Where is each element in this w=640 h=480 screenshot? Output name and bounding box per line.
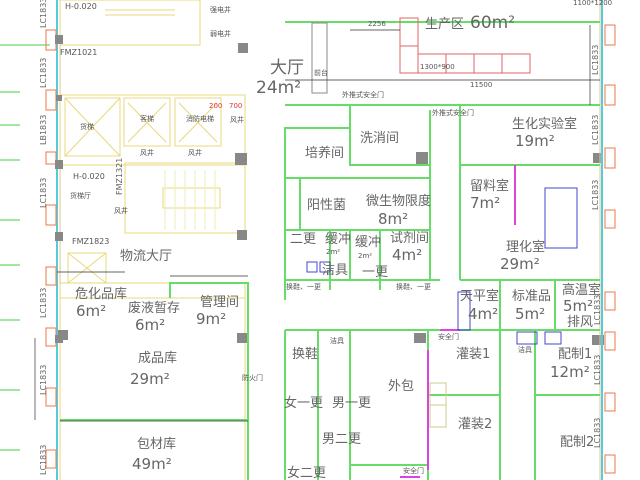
room-area: 2m² — [326, 248, 341, 256]
room-name: 生产区 — [425, 17, 465, 32]
dim-label: 200 — [209, 102, 223, 110]
room-label: 强电井 — [210, 6, 231, 14]
room-name: 危化品库 — [75, 287, 128, 302]
room-name: 女一更 — [284, 396, 324, 411]
door-tag: FMZ1823 — [72, 237, 110, 246]
room-area: 19m² — [515, 132, 555, 150]
window-tag: LC1833 — [591, 179, 600, 210]
room-label: 风井 — [230, 116, 244, 124]
room-name: 管理间 — [200, 295, 240, 310]
room-name: 一更 — [362, 265, 389, 280]
room-name: 成品库 — [138, 351, 178, 366]
room-label: 风井 — [140, 149, 154, 157]
door-label: 安全门 — [403, 467, 424, 475]
room-name: 废液暂存 — [128, 301, 181, 316]
room-name: 男二更 — [322, 432, 362, 447]
room-area: 24m² — [256, 78, 302, 98]
room-name: 缓冲 — [325, 232, 352, 247]
window-tag: LC1833 — [39, 287, 48, 318]
room-label: 风井 — [188, 149, 202, 157]
level-mark: H-0.020 — [73, 172, 105, 181]
room-name: 阳性菌 — [307, 198, 347, 213]
room-label: 风井 — [114, 207, 128, 215]
room-name: 标准品 — [512, 289, 552, 304]
room-name: 二更 — [290, 232, 317, 247]
room-name: 灌装1 — [456, 347, 491, 362]
room-label: 弱电井 — [210, 30, 231, 38]
room-label: 消防电梯 — [186, 115, 214, 123]
dim-label: 700 — [229, 102, 243, 110]
room-name: 洁具 — [322, 263, 349, 278]
room-area: 29m² — [130, 370, 170, 388]
room-area: 7m² — [470, 194, 501, 212]
room-name: 物流大厅 — [120, 249, 173, 264]
dim-label: 1300*900 — [420, 63, 455, 71]
room-area: 60m² — [470, 13, 516, 33]
room-name: 天平室 — [460, 289, 500, 304]
room-label: 前台 — [314, 69, 328, 77]
room-area: 2m² — [358, 252, 373, 260]
door-label: 外推式安全门 — [342, 91, 384, 99]
room-name: 培养间 — [305, 146, 345, 161]
door-label: 防火门 — [242, 374, 263, 382]
room-name: 微生物限度 — [366, 194, 432, 209]
window-tag: LC1833 — [593, 354, 602, 385]
room-name: 换鞋 — [292, 347, 319, 362]
room-area: 12m² — [550, 363, 590, 381]
room-name: 试剂间 — [390, 231, 430, 246]
room-name: 包材库 — [137, 437, 177, 452]
room-name: 高温室 — [562, 283, 602, 298]
room-name: 洁具 — [518, 346, 532, 354]
window-tag: LC1833 — [591, 114, 600, 145]
window-tag: LC1833 — [39, 0, 48, 28]
room-label: 货梯厅 — [70, 192, 91, 200]
room-name: 女二更 — [287, 466, 327, 480]
room-label: 货梯 — [80, 123, 94, 131]
room-name: 洗消间 — [360, 131, 400, 146]
window-tag: LC1833 — [39, 444, 48, 475]
room-name: 外包 — [388, 379, 415, 394]
door-tag: FMZ1021 — [60, 48, 98, 57]
room-name: 灌装2 — [458, 417, 493, 432]
room-area: 5m² — [515, 305, 546, 323]
room-area: 49m² — [132, 455, 172, 473]
room-area: 6m² — [76, 302, 107, 320]
dim-label: 1100*1200 — [573, 0, 613, 7]
window-tag: LC1833 — [39, 57, 48, 88]
door-tag: FMZ1321 — [115, 157, 124, 195]
window-tag: LC1833 — [591, 44, 600, 75]
door-label: 安全门 — [438, 333, 459, 341]
room-name: 配制2 — [560, 435, 595, 450]
room-area: 8m² — [378, 210, 409, 228]
window-tag: LB1833 — [39, 114, 48, 145]
window-tag: LC1833 — [39, 364, 48, 395]
room-name: 大厅 — [270, 58, 304, 78]
room-label: 换鞋、一更 — [286, 283, 321, 291]
room-area: 6m² — [135, 316, 166, 334]
room-note: 排风 — [567, 315, 594, 330]
room-area: 9m² — [196, 310, 227, 328]
room-name: 配制1 — [558, 347, 593, 362]
room-area: 5m² — [563, 297, 594, 315]
room-name: 洁具 — [330, 337, 344, 345]
window-tag: LC1833 — [593, 417, 602, 448]
room-name: 男一更 — [332, 396, 372, 411]
room-area: 4m² — [468, 305, 499, 323]
level-mark: H-0.020 — [65, 2, 97, 11]
window-tag: LC1833 — [593, 294, 602, 325]
dim-label: 11500 — [470, 81, 493, 89]
window-tag: LC1833 — [39, 177, 48, 208]
room-label: 换鞋、一更 — [396, 283, 431, 291]
room-area: 4m² — [392, 246, 423, 264]
dim-label: 2256 — [368, 20, 386, 28]
room-label: 客梯 — [140, 115, 154, 123]
room-name: 理化室 — [506, 240, 546, 255]
room-area: 29m² — [500, 255, 540, 273]
room-name: 留料室 — [470, 179, 510, 194]
room-name: 缓冲 — [355, 235, 382, 250]
room-name: 生化实验室 — [512, 117, 578, 132]
door-label: 外推式安全门 — [432, 109, 474, 117]
